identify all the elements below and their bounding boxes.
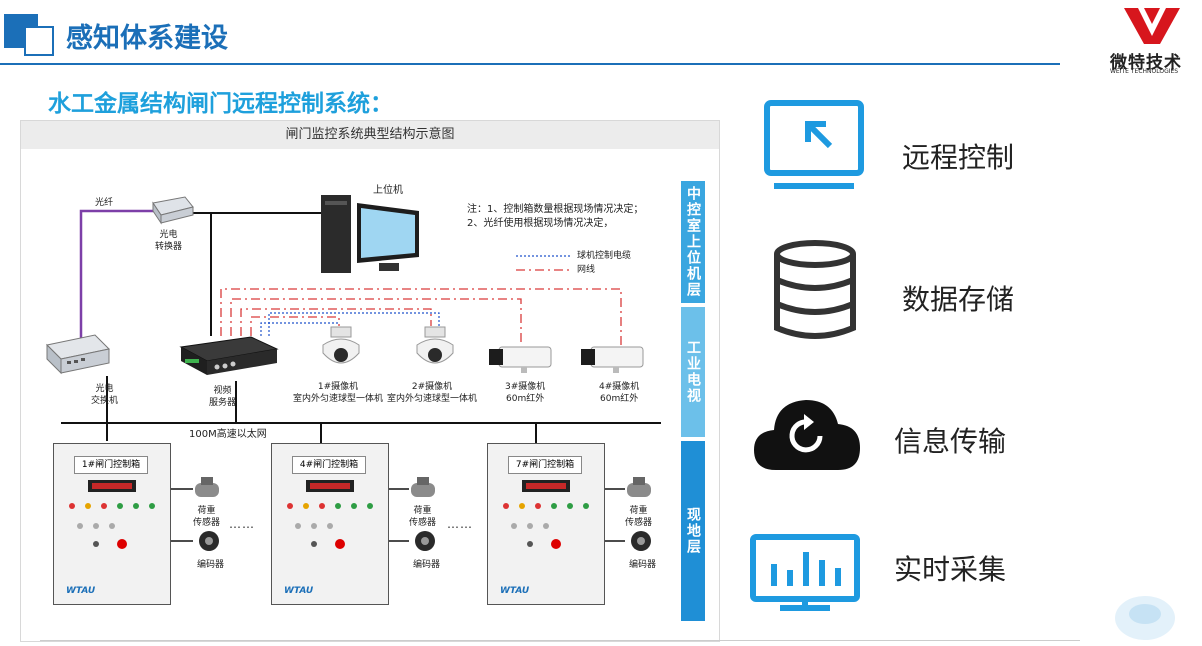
logo-cn: 微特技术	[1110, 53, 1182, 73]
wiring-lines	[61, 209, 661, 542]
subtitle: 水工金属结构闸门远程控制系统：	[48, 91, 393, 117]
cabinet-4-brand: WTAU	[284, 586, 314, 596]
encoder-4-label: 编码器	[413, 560, 441, 570]
camera-1-icon	[322, 326, 360, 364]
title-divider	[0, 63, 1060, 65]
legend-network-cable: 网线	[577, 265, 596, 275]
footer-divider	[40, 640, 1080, 641]
layer-control-room: 中控室上位机层	[681, 181, 705, 303]
converter-icon	[152, 196, 194, 225]
camera-4-label: 4#摄像机 60m红外	[599, 382, 640, 404]
cloud-refresh-icon	[754, 400, 860, 470]
camera-4-icon	[581, 346, 644, 373]
feature-data-storage: 数据存储	[902, 283, 1015, 316]
cabinet-1: 1#闸门控制箱 WTAU	[53, 443, 171, 605]
encoder-7-label: 编码器	[629, 560, 657, 570]
cabinet-7: 7#闸门控制箱 WTAU	[487, 443, 605, 605]
diagram-title: 闸门监控系统典型结构示意图	[21, 121, 719, 149]
cabinet-4-panel-icon	[287, 480, 373, 549]
camera-3-label: 3#摄像机 60m红外	[505, 382, 546, 404]
legend-control-cable: 球机控制电缆	[577, 251, 632, 261]
encoder-4-icon	[415, 531, 435, 551]
feature-info-transfer: 信息传输	[894, 425, 1007, 458]
load-sensor-4-label: 荷重 传感器	[409, 506, 437, 528]
video-server-label: 视频 服务器	[209, 386, 237, 408]
host-computer-icon	[321, 195, 419, 273]
cabinet-7-panel-icon	[503, 480, 589, 549]
logo-en: WEITE TECHNOLOGIES	[1110, 68, 1179, 75]
feature-remote-control: 远程控制	[902, 141, 1015, 174]
ellipsis-2: ……	[447, 517, 473, 531]
fiber-label: 光纤	[95, 198, 114, 208]
diagram-note: 注：1、控制箱数量根据现场情况决定； 2、光纤使用根据现场情况决定，	[467, 204, 644, 229]
load-sensor-1-label: 荷重 传感器	[193, 506, 221, 528]
host-label: 上位机	[373, 185, 403, 196]
encoder-1-icon	[199, 531, 219, 551]
camera-3-icon	[489, 346, 552, 373]
weite-logo-icon	[1124, 8, 1180, 44]
video-server-icon	[179, 336, 279, 375]
system-diagram: 闸门监控系统典型结构示意图 中控室上位机层 工业电视 现地层	[20, 120, 720, 642]
load-sensor-7-icon	[627, 477, 651, 497]
camera-1-label: 1#摄像机 室内外匀速球型一体机	[293, 382, 384, 404]
layer-industrial-tv: 工业电视	[681, 307, 705, 437]
converter-label: 光电 转换器	[155, 230, 183, 252]
cabinet-7-label: 7#闸门控制箱	[508, 456, 582, 474]
camera-2-icon	[416, 326, 454, 364]
header-square-outline-icon	[24, 26, 54, 56]
page-title: 感知体系建设	[66, 23, 228, 54]
network-label: 100M高速以太网	[189, 429, 267, 440]
cabinet-4: 4#闸门控制箱 WTAU	[271, 443, 389, 605]
switch-icon	[45, 334, 111, 375]
load-sensor-1-icon	[195, 477, 219, 497]
feature-realtime-collection: 实时采集	[894, 553, 1007, 586]
water-drop-decoration-icon	[1115, 596, 1175, 640]
cabinet-1-panel-icon	[69, 480, 155, 549]
ellipsis-1: ……	[229, 517, 255, 531]
cabinet-7-brand: WTAU	[500, 586, 530, 596]
camera-2-label: 2#摄像机 室内外匀速球型一体机	[387, 382, 478, 404]
cabinet-4-label: 4#闸门控制箱	[292, 456, 366, 474]
encoder-1-label: 编码器	[197, 560, 225, 570]
load-sensor-7-label: 荷重 传感器	[625, 506, 653, 528]
remote-control-icon	[764, 100, 864, 189]
cabinet-1-label: 1#闸门控制箱	[74, 456, 148, 474]
layer-field: 现地层	[681, 441, 705, 621]
switch-label: 光电 交换机	[91, 384, 119, 406]
load-sensor-4-icon	[411, 477, 435, 497]
cabinet-1-brand: WTAU	[66, 586, 96, 596]
encoder-7-icon	[631, 531, 651, 551]
bar-chart-monitor-icon	[750, 534, 860, 611]
database-icon	[774, 240, 856, 339]
